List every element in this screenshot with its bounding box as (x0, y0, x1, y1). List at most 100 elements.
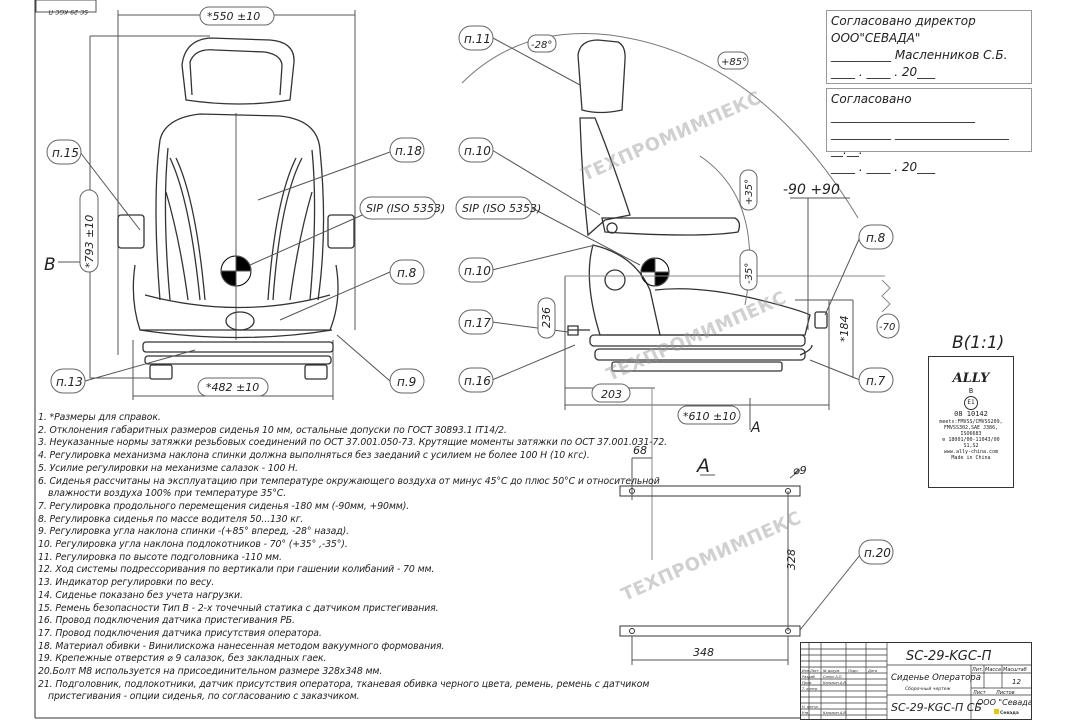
sevada-logo-icon (994, 709, 999, 714)
side-center-of-gravity-mark (640, 257, 670, 287)
note-item: 15. Ремень безопасности Тип В - 2-х точе… (38, 602, 439, 614)
seat-side-outline (567, 39, 828, 372)
plate-text: ⚙ 18001/00-11043/00 (942, 437, 1000, 443)
approval-line: ____ . ____ . 20___ (831, 65, 936, 79)
suspension-travel: -70 (879, 322, 895, 333)
dim-348: 348 (693, 646, 714, 659)
approval-line: __________ ___________________ __.__. (831, 126, 1009, 157)
dim-236: 236 (540, 307, 553, 328)
tb-label: Утв. (802, 711, 809, 715)
drawing-code-sb: SC-29-KGC-П СБ (891, 701, 982, 714)
callout-sip-side: SIP (ISO 5353) (462, 202, 541, 215)
tb-label: Лист (972, 690, 987, 696)
note-item: 12. Ход системы подрессоривания по верти… (38, 564, 435, 576)
tb-name: Кальпин А.В. (823, 711, 847, 715)
tb-label: Т. контр. (802, 687, 818, 691)
logo-text: Севада (1000, 710, 1019, 716)
callout-p10-lower: п.10 (464, 264, 491, 278)
callout-sip: SIP (ISO 5353) (366, 202, 445, 215)
plate-text: S1,S2 (963, 443, 979, 449)
tb-label: Разраб. (802, 675, 816, 679)
callout-p7: п.7 (866, 374, 886, 388)
tb-label: Изм. (802, 669, 810, 673)
callout-p9: п.9 (397, 375, 416, 389)
note-item: 17. Провод подключения датчика присутств… (38, 627, 322, 639)
angle-arm-up: +35° (744, 179, 755, 205)
seat-front-outline (117, 37, 355, 380)
document-type: Сборочный чертеж (905, 686, 951, 692)
tb-label: Листов (995, 690, 1015, 696)
callout-p13: п.13 (56, 375, 83, 389)
note-item: 6. Сиденья рассчитаны на эксплуатацию пр… (38, 475, 660, 487)
note-item: 10. Регулировка угла наклона подлокотник… (38, 539, 348, 551)
approval-line: ____ . ____ . 20___ (831, 160, 936, 174)
tb-name: Кальпин А.В. (823, 681, 847, 685)
tb-label: Подп. (848, 669, 859, 673)
tb-label: Н. контр. (802, 705, 819, 709)
plate-text: Made in China (951, 455, 991, 461)
company-name: ООО "Севада" (977, 698, 1031, 707)
callout-p11: п.11 (464, 32, 491, 46)
label-plate: ALLY B E1 08 10142 meets:FMVSS/CMVSS209,… (928, 356, 1014, 488)
note-item: 7. Регулировка продольного перемещения с… (38, 500, 410, 512)
note-item: 1. *Размеры для справок. (38, 412, 161, 423)
tb-label: № докум. (822, 669, 840, 673)
section-label-b: B (44, 255, 56, 275)
ally-logo: ALLY (952, 371, 990, 386)
tb-label: Масса (985, 667, 1001, 673)
view-a-title: A (695, 455, 710, 477)
approval-line: Согласовано ________________________ (831, 92, 975, 123)
tb-label-scale: Масштаб (1003, 667, 1027, 673)
note-item: 20.Болт М8 используется на присоединител… (38, 666, 383, 678)
note-item: 13. Индикатор регулировки по весу. (38, 577, 215, 589)
dim-height: *793 ±10 (83, 215, 96, 268)
approval-line: __________ Масленников С.Б. (831, 48, 1008, 62)
dim-width: *550 ±10 (207, 10, 260, 23)
dim-depth: *610 ±10 (683, 410, 736, 423)
callout-p18: п.18 (395, 144, 422, 158)
note-item: 11. Регулировка по высоте подголовника -… (38, 551, 282, 563)
corner-stamp: SC-29-KGC-П (48, 8, 88, 15)
callout-p17: п.17 (464, 316, 491, 330)
callout-p8: п.8 (397, 266, 417, 280)
note-item: 16. Провод подключения датчика пристегив… (38, 615, 295, 627)
note-item: 19. Крепежные отверстия ⌀ 9 салазок, без… (38, 653, 327, 665)
note-item: 21. Подголовник, подлокотники, датчик пр… (38, 678, 650, 690)
dim-328: 328 (785, 549, 798, 570)
tb-label: Пров. (802, 681, 812, 685)
title-block: Изм. Лист № докум. Подп. Дата Разраб. Си… (800, 642, 1032, 720)
view-b-title: B(1:1) (952, 333, 1004, 353)
plate-text: B (968, 387, 974, 395)
approval-box-director: Согласовано директор ООО"СЕВАДА" _______… (826, 10, 1032, 84)
drawing-code: SC-29-KGC-П (906, 649, 992, 664)
note-item: 3. Неуказанные нормы затяжки резьбовых с… (38, 437, 667, 449)
center-of-gravity-mark (220, 255, 252, 287)
note-item: 18. Материал обивки - Винилискожа нанесе… (38, 640, 445, 652)
plate-text: FMVSS302,SAE J386, (943, 425, 999, 431)
note-item: 14. Сиденье показано без учета нагрузки. (38, 589, 243, 601)
callout-p15: п.15 (52, 146, 79, 160)
scale-value: 12 (1012, 678, 1021, 686)
note-item: влажности воздуха 100% при температуре 3… (48, 488, 287, 500)
angle-back-rear: -28° (531, 40, 552, 51)
callout-p16: п.16 (464, 374, 491, 388)
title-block-grid: Изм. Лист № докум. Подп. Дата Разраб. Си… (801, 643, 1031, 719)
approval-line: Согласовано директор ООО"СЕВАДА" (831, 14, 976, 45)
view-a-marker: A (750, 420, 761, 436)
plate-text: meets:FMVSS/CMVSS209, (939, 419, 1003, 425)
dim-68: 68 (633, 444, 647, 457)
callout-p20: п.20 (864, 546, 891, 560)
dim-184: *184 (838, 316, 851, 343)
note-item: пристегивания - опции сиденья, по соглас… (48, 691, 360, 703)
angle-arm-down: -35° (744, 263, 755, 284)
angle-back-forward: +85° (721, 57, 747, 68)
note-item: 8. Регулировка сиденья по массе водителя… (38, 513, 304, 525)
technical-notes: 1. *Размеры для справок. 2. Отклонения г… (38, 412, 667, 704)
dim-203: 203 (601, 388, 622, 401)
tb-label: Дата (867, 669, 877, 673)
tb-label: Лит. (971, 667, 984, 673)
note-item: 5. Усилие регулировки на механизме салаз… (38, 462, 298, 474)
callout-p8-side: п.8 (866, 231, 886, 245)
callout-p10-upper: п.10 (464, 144, 491, 158)
